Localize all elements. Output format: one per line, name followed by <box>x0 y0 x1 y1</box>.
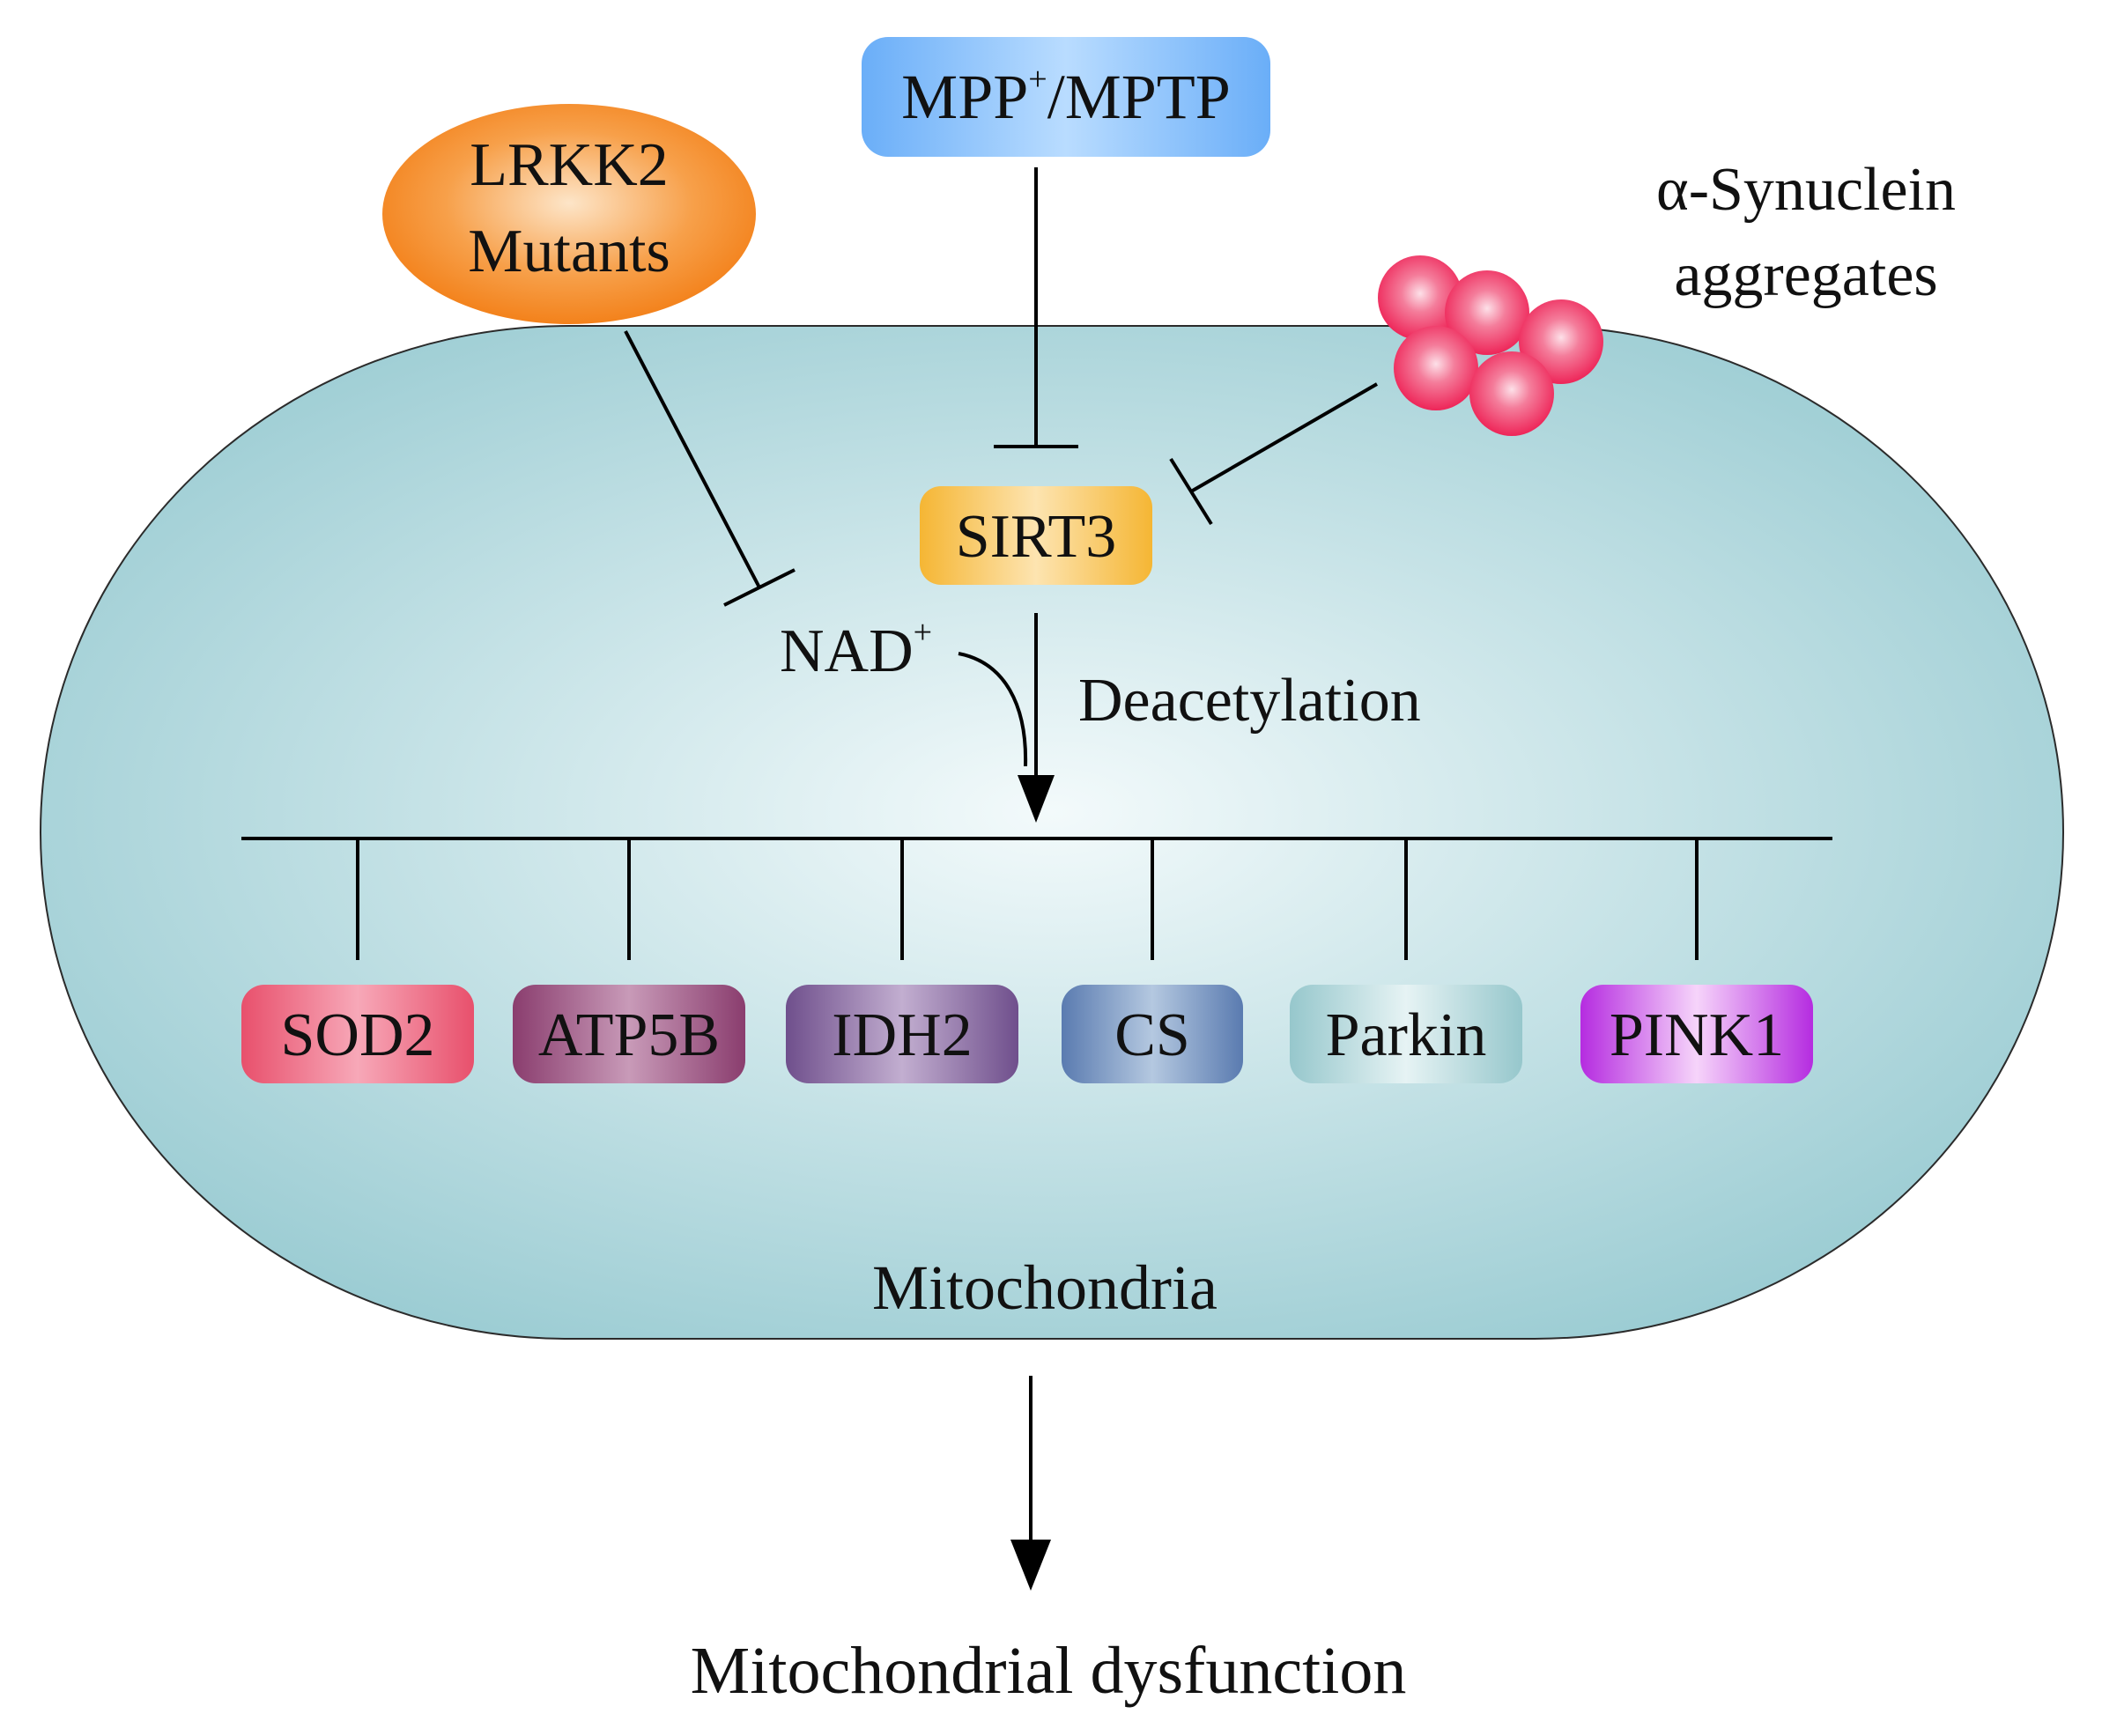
mitochondria-label: Mitochondria <box>872 1252 1218 1323</box>
dysfunction-arrow <box>1010 1376 1051 1591</box>
synuclein-label-line1: α-Synuclein <box>1656 156 1956 224</box>
target-idh2: IDH2 <box>786 838 1018 1083</box>
svg-text:SIRT3: SIRT3 <box>956 503 1117 571</box>
synuclein-aggregate-icon <box>1378 255 1603 436</box>
target-label: CS <box>1114 1001 1190 1069</box>
deacetylation-label: Deacetylation <box>1078 667 1421 735</box>
svg-text:MPP+/MPTP: MPP+/MPTP <box>901 61 1231 132</box>
mitochondrial-dysfunction-label: Mitochondrial dysfunction <box>691 1634 1407 1708</box>
mitochondria-membrane <box>40 325 2064 1340</box>
mpp-inhibits-sirt3 <box>994 167 1078 448</box>
target-cs: CS <box>1062 838 1243 1083</box>
lrkk2-inhibits-nad <box>624 330 796 607</box>
target-label: PINK1 <box>1610 1001 1784 1069</box>
target-protein-group: SOD2 ATP5B IDH2 CS Parkin PINK1 <box>241 838 1813 1083</box>
target-atp5b: ATP5B <box>513 838 745 1083</box>
sirt3-deacetylation-arrow <box>1018 613 1055 823</box>
target-box <box>241 985 474 1083</box>
target-box <box>786 985 1018 1083</box>
target-label: ATP5B <box>538 1001 720 1069</box>
target-pink1: PINK1 <box>1580 838 1813 1083</box>
lrkk2-label-line1: LRKK2 <box>470 131 669 199</box>
mpp-mptp-node: MPP+/MPTP <box>862 37 1270 157</box>
nad-label: NAD+ <box>780 614 932 685</box>
target-parkin: Parkin <box>1290 838 1522 1083</box>
target-box <box>1580 985 1813 1083</box>
target-box <box>513 985 745 1083</box>
synuclein-inhibits-sirt3 <box>1169 382 1379 526</box>
nad-cofactor-curve <box>958 652 1028 767</box>
synuclein-label-line2: aggregates <box>1674 241 1937 309</box>
lrkk2-mutants-node: LRKK2 Mutants <box>382 104 756 324</box>
target-sod2: SOD2 <box>241 838 474 1083</box>
target-label: Parkin <box>1326 1001 1487 1069</box>
sirt3-node: SIRT3 <box>920 486 1152 585</box>
target-label: IDH2 <box>832 1001 972 1069</box>
lrkk2-label-line2: Mutants <box>468 218 670 285</box>
target-label: SOD2 <box>280 1001 434 1069</box>
target-box <box>1290 985 1522 1083</box>
target-box <box>1062 985 1243 1083</box>
